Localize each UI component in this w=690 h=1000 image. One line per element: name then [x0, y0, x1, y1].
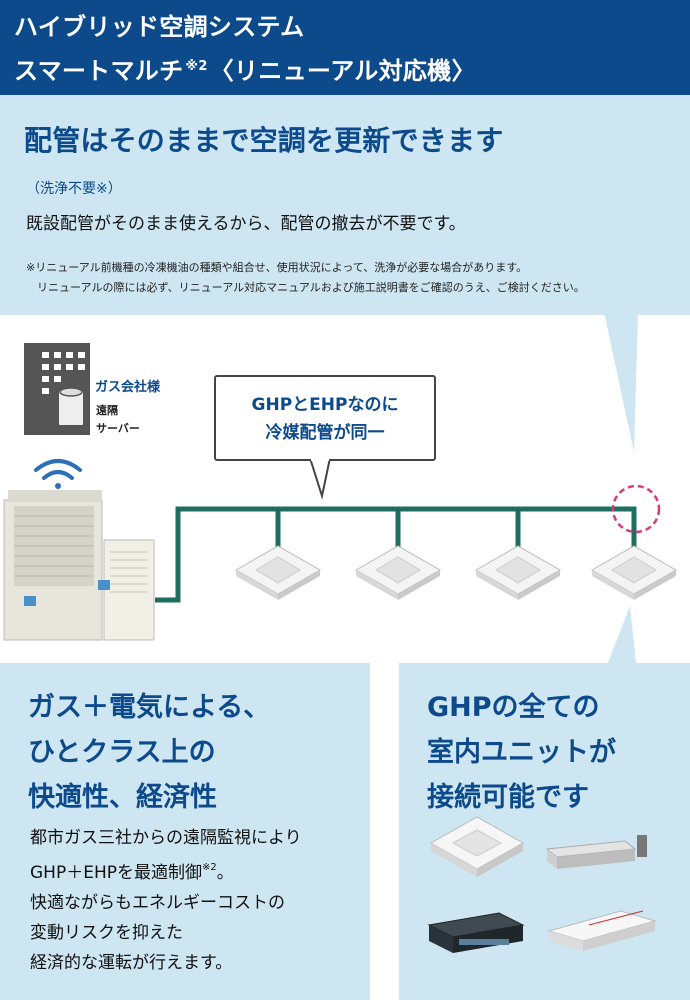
indoor-unit-1 [234, 545, 322, 600]
indoor-unit-4 [590, 545, 678, 600]
speech-bubble-text: GHPとEHPなのに 冷媒配管が同一 [216, 391, 434, 447]
br-title-line3: 接続可能です [427, 782, 589, 813]
wireless-signal-icon [34, 459, 82, 489]
remote-server-label: 遠隔 サーバー [96, 402, 140, 438]
bl-body-line2: GHP＋EHPを最適制御※2。 [30, 853, 302, 888]
bl-body-line2-text: GHP＋EHPを最適制御 [30, 863, 202, 883]
bl-title-line1: ガス＋電気による、 [28, 692, 271, 723]
remote-server-line1: 遠隔 [96, 404, 118, 417]
top-description: 既設配管がそのまま使えるから、配管の撤去が不要です。 [26, 214, 466, 234]
header-renewal-label: 〈リニューアル対応機〉 [209, 57, 476, 85]
top-footnote-line1: ※リニューアル前機種の冷凍機油の種類や組合せ、使用状況によって、洗浄が必要な場合… [26, 261, 528, 274]
outdoor-unit-ghp [3, 490, 103, 641]
br-title-line1: GHPの全ての [427, 692, 600, 723]
top-heading: 配管はそのままで空調を更新できます [24, 124, 504, 157]
indoor-unit-3 [474, 545, 562, 600]
bottom-right-title: GHPの全ての 室内ユニットが 接続可能です [427, 685, 616, 820]
header-title-line1: ハイブリッド空調システム [14, 13, 305, 41]
speech-bubble: GHPとEHPなのに 冷媒配管が同一 [214, 375, 436, 461]
header-product-name: スマートマルチ [14, 57, 184, 85]
top-callout-tail [604, 312, 638, 452]
indoor-unit-lineup [427, 816, 657, 953]
bl-title-line3: 快適性、経済性 [28, 782, 217, 813]
duct-unit-image [427, 912, 525, 953]
bottom-left-body: 都市ガス三社からの遠隔監視により GHP＋EHPを最適制御※2。 快適ながらもエ… [30, 823, 302, 978]
bl-title-line2: ひとクラス上の [28, 737, 216, 768]
bl-body-line3: 快適ながらもエネルギーコストの [30, 893, 285, 913]
remote-server-line2: サーバー [96, 422, 140, 435]
top-footnote-line2: リニューアルの際には必ず、リニューアル対応マニュアルおよび施工説明書をご確認のう… [26, 281, 585, 294]
bubble-tail [308, 457, 332, 500]
bottom-callout-tail [608, 606, 636, 663]
bl-body-line4: 変動リスクを抑えた [30, 923, 183, 943]
slim-duct-unit-image [545, 835, 647, 869]
header-banner: ハイブリッド空調システム スマートマルチ※2〈リニューアル対応機〉 [0, 0, 690, 95]
gas-company-label: ガス会社様 [95, 380, 161, 395]
bottom-right-panel: GHPの全ての 室内ユニットが 接続可能です [399, 663, 690, 1000]
bl-body-line2-period: 。 [216, 863, 234, 883]
refrigerant-pipe [155, 506, 637, 603]
header-title-line2: スマートマルチ※2〈リニューアル対応機〉 [14, 47, 690, 91]
bubble-tail-join [311, 457, 329, 461]
cassette-unit-image [429, 816, 525, 877]
bl-body-line5: 経済的な運転が行えます。 [30, 953, 233, 973]
indoor-unit-2 [354, 545, 442, 600]
top-info-panel: 配管はそのままで空調を更新できます （洗浄不要※） 既設配管がそのまま使えるから… [0, 95, 690, 315]
header-footnote-ref: ※2 [185, 59, 208, 74]
top-footnote: ※リニューアル前機種の冷凍機油の種類や組合せ、使用状況によって、洗浄が必要な場合… [26, 258, 585, 298]
bottom-left-panel: ガス＋電気による、 ひとクラス上の 快適性、経済性 都市ガス三社からの遠隔監視に… [0, 663, 370, 1000]
bl-footnote-ref: ※2 [201, 862, 217, 873]
top-subnote: （洗浄不要※） [26, 181, 122, 197]
bl-body-line1: 都市ガス三社からの遠隔監視により [30, 828, 302, 848]
bubble-line1: GHPとEHPなのに [251, 395, 399, 415]
bottom-left-title: ガス＋電気による、 ひとクラス上の 快適性、経済性 [28, 685, 270, 820]
bubble-line2: 冷媒配管が同一 [265, 423, 385, 443]
ceiling-suspended-unit-image [547, 910, 657, 951]
building-icon [24, 343, 90, 435]
br-title-line2: 室内ユニットが [427, 737, 616, 768]
outdoor-unit-ehp [98, 539, 155, 641]
pipe-joint-highlight [611, 484, 661, 534]
